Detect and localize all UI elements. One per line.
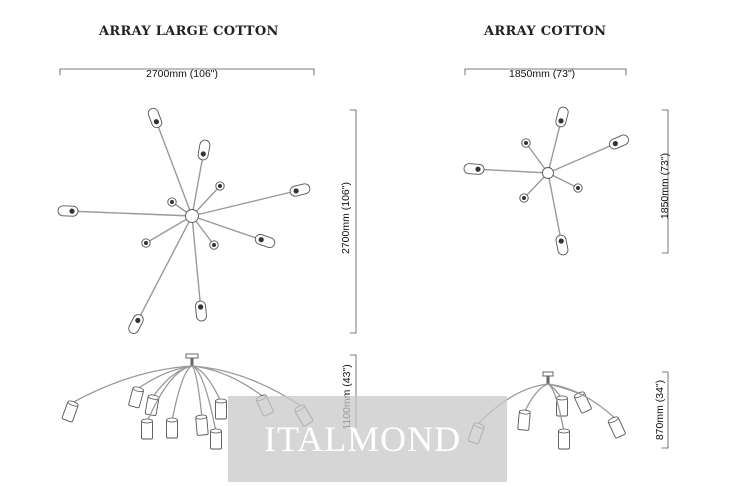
small-plan-fixture-2-arm: [547, 141, 620, 174]
small-elevation-shade-2: [517, 409, 531, 431]
watermark-text: ITALMOND: [264, 419, 462, 459]
large-elevation-shade-8: [215, 398, 227, 420]
large-elevation-arm-5: [171, 365, 193, 422]
small-plan-fixture-4-arm: [547, 172, 563, 246]
large-plan-fixture-3-arm: [191, 189, 301, 217]
small-elevation-canopy-stem: [546, 376, 550, 384]
large-plan-fixture-8-socket-core: [170, 200, 174, 204]
right-width-label: 1850mm (73"): [509, 68, 576, 80]
large-plan-fixture-2-shade: [197, 139, 211, 161]
large-plan-fixture-5-arm: [191, 215, 266, 242]
large-plan-fixture-3-shade: [289, 183, 311, 197]
large-elevation-shade-5: [166, 417, 178, 439]
large-plan-hub: [185, 209, 199, 223]
right-plan-height-label: 1850mm (73"): [659, 152, 671, 220]
large-plan-fixture-11-socket-core: [212, 243, 216, 247]
small-elevation-shade-4: [558, 428, 570, 450]
small-elevation-arm-6: [547, 383, 618, 421]
large-elevation-shade-7: [210, 428, 222, 450]
large-plan-fixture-5-shade: [254, 233, 276, 249]
small-plan-fixture-5-socket-core: [524, 141, 528, 145]
large-plan-fixture-1-shade: [147, 107, 163, 129]
small-plan-fixture-3-arm: [473, 168, 549, 174]
small-plan-fixture-2-shade: [608, 134, 630, 150]
large-elevation-arm-8: [191, 365, 222, 403]
small-elevation-shade-6: [607, 416, 626, 439]
small-elevation-arm-4: [547, 383, 565, 433]
large-plan-fixture-6-arm: [135, 215, 193, 325]
small-plan-fixture-6-socket-core: [576, 186, 580, 190]
title-array-large-cotton: ARRAY LARGE COTTON: [99, 24, 279, 39]
right-elevation-height-label: 870mm (34"): [654, 379, 666, 441]
large-plan-fixture-10-arm: [145, 215, 193, 244]
large-elevation-shade-4: [141, 418, 153, 440]
small-plan-hub: [542, 167, 554, 179]
large-elevation-arm-4: [146, 365, 193, 423]
left-plan-height-label: 2700mm (106"): [340, 182, 352, 255]
large-elevation-canopy: [185, 353, 199, 359]
left-width-label: 2700mm (106"): [146, 68, 219, 80]
large-elevation-arm-6: [191, 365, 203, 419]
large-elevation-shade-6: [195, 414, 209, 436]
large-elevation-canopy-stem: [190, 358, 194, 366]
large-plan-fixture-9-socket-core: [218, 184, 222, 188]
large-plan-fixture-1-arm: [154, 117, 193, 217]
large-plan-fixture-10-socket-core: [144, 241, 148, 245]
large-elevation-arm-1: [69, 365, 193, 405]
small-elevation-shade-5: [573, 391, 592, 414]
title-array-cotton: ARRAY COTTON: [484, 24, 607, 39]
large-elevation-shade-2: [128, 386, 145, 409]
small-elevation-arm-2: [523, 383, 549, 414]
large-plan-fixture-7-shade: [195, 300, 207, 322]
small-plan-fixture-3-shade: [463, 163, 485, 175]
large-elevation-shade-3: [144, 394, 160, 417]
italmond-watermark: ITALMOND: [228, 396, 507, 482]
small-plan-fixture-7-socket-core: [522, 196, 526, 200]
large-plan-fixture-2-arm: [191, 149, 205, 217]
large-plan-fixture-4-arm: [67, 210, 193, 217]
small-plan-fixture-4-shade: [555, 234, 569, 256]
large-plan-fixture-6-shade: [128, 314, 144, 334]
large-plan-fixture-7-arm: [191, 215, 202, 312]
large-plan-fixture-4-shade: [57, 205, 79, 217]
large-elevation-shade-1: [61, 400, 79, 423]
small-plan-fixture-5-arm: [525, 142, 549, 174]
small-plan-fixture-1-shade: [555, 106, 569, 128]
small-elevation-canopy: [542, 371, 554, 377]
